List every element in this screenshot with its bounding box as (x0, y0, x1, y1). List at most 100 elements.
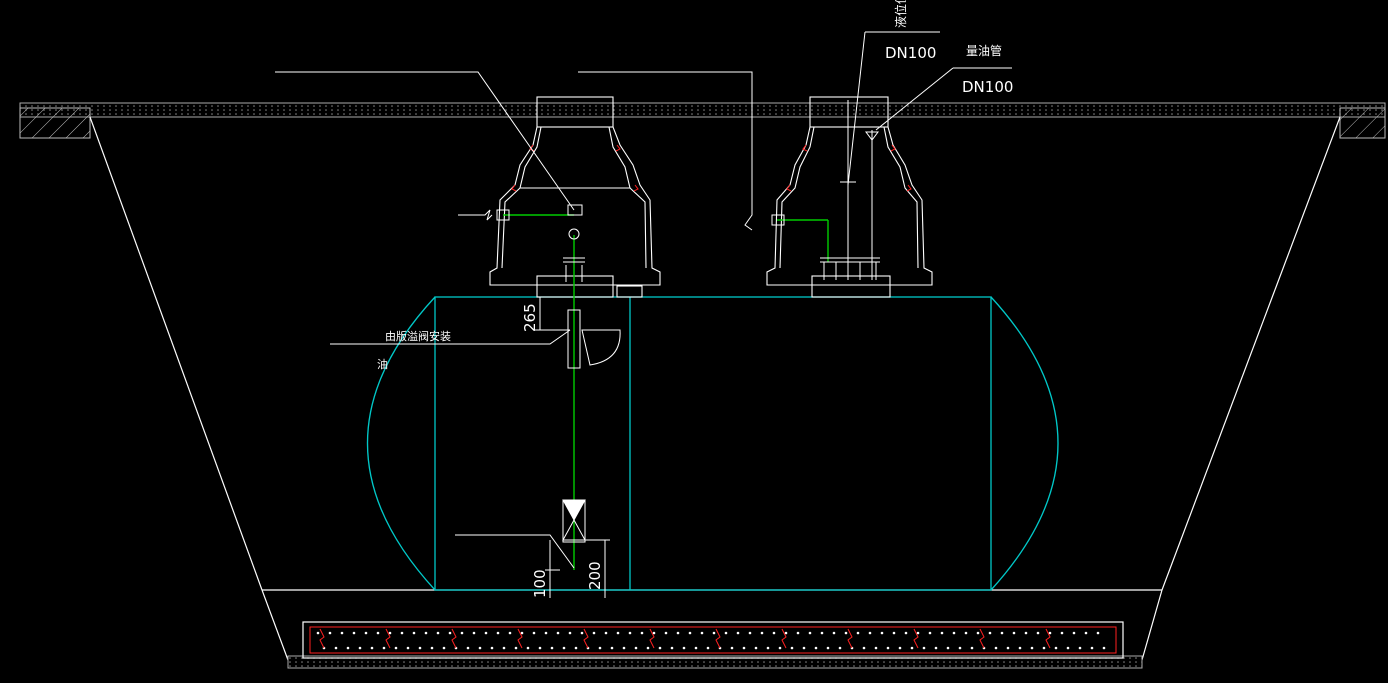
storage-tank (366, 296, 1059, 591)
rebar-dot (376, 631, 380, 635)
rebar-dot (706, 646, 710, 650)
rebar-marks (316, 628, 1106, 650)
rebar-dot (484, 631, 488, 635)
rebar-dot (520, 631, 524, 635)
dipstick-label: 量油管 (966, 43, 1002, 58)
rebar-dot (1006, 646, 1010, 650)
rebar-stirrup (979, 628, 985, 649)
rebar-dot (838, 646, 842, 650)
rebar-dot (610, 646, 614, 650)
rebar-dot (916, 631, 920, 635)
rebar-dot (430, 646, 434, 650)
rebar-dot (922, 646, 926, 650)
rebar-dot (676, 631, 680, 635)
rebar-dot (538, 646, 542, 650)
rebar-dot (388, 631, 392, 635)
rebar-dot (688, 631, 692, 635)
rebar-dot (694, 646, 698, 650)
dimension-100: 100 (531, 569, 549, 598)
manhole-left-seals (511, 144, 639, 192)
rebar-dot (796, 631, 800, 635)
rebar-dot (868, 631, 872, 635)
rebar-dot (1090, 646, 1094, 650)
rebar-dot (652, 631, 656, 635)
rebar-stirrup (385, 628, 391, 649)
rebar-dot (880, 631, 884, 635)
rebar-dot (820, 631, 824, 635)
rebar-dot (640, 631, 644, 635)
rebar-stirrup (583, 628, 589, 649)
rebar-dot (1078, 646, 1082, 650)
rebar-dot (574, 646, 578, 650)
rebar-dot (358, 646, 362, 650)
rebar-stirrup (847, 628, 853, 649)
rebar-dot (958, 646, 962, 650)
rebar-dot (802, 646, 806, 650)
rebar-dot (394, 646, 398, 650)
rebar-dot (700, 631, 704, 635)
rebar-dot (910, 646, 914, 650)
rebar-dot (658, 646, 662, 650)
rebar-dot (466, 646, 470, 650)
rebar-dot (490, 646, 494, 650)
rebar-dot (460, 631, 464, 635)
rebar-dot (946, 646, 950, 650)
rebar-dot (568, 631, 572, 635)
rebar-dot (766, 646, 770, 650)
fill-pipe (503, 214, 829, 570)
rebar-dot (442, 646, 446, 650)
rebar-dot (1018, 646, 1022, 650)
level-gauge-label: 液位仪 (893, 0, 908, 28)
excavation-pit (89, 116, 1341, 661)
rebar-dot (478, 646, 482, 650)
rebar-dot (598, 646, 602, 650)
leader-lines (275, 31, 1012, 569)
rebar-dot (496, 631, 500, 635)
rebar-dot (742, 646, 746, 650)
rebar-dot (952, 631, 956, 635)
rebar-stirrup (319, 628, 325, 649)
dipstick-dn-label: DN100 (962, 78, 1013, 96)
rebar-dot (808, 631, 812, 635)
rebar-dot (526, 646, 530, 650)
dimension-200: 200 (586, 561, 604, 590)
rebar-dot (1036, 631, 1040, 635)
level-gauge-dn-label: DN100 (885, 44, 936, 62)
rebar-dot (724, 631, 728, 635)
rebar-dot (418, 646, 422, 650)
rebar-dot (898, 646, 902, 650)
rebar-stirrup (781, 628, 787, 649)
rebar-dot (874, 646, 878, 650)
rebar-dot (730, 646, 734, 650)
rebar-dot (784, 631, 788, 635)
rebar-dot (988, 631, 992, 635)
rebar-dot (604, 631, 608, 635)
rebar-dot (748, 631, 752, 635)
rebar-dot (448, 631, 452, 635)
rebar-dot (646, 646, 650, 650)
rebar-dot (382, 646, 386, 650)
rebar-dot (508, 631, 512, 635)
rebar-dot (346, 646, 350, 650)
rebar-dot (1012, 631, 1016, 635)
rebar-dot (760, 631, 764, 635)
manhole-well-left (489, 96, 661, 298)
rebar-dot (1048, 631, 1052, 635)
rebar-dot (1030, 646, 1034, 650)
rebar-dot (616, 631, 620, 635)
rebar-dot (550, 646, 554, 650)
rebar-dot (370, 646, 374, 650)
rebar-dot (406, 646, 410, 650)
ground-surface (19, 102, 1386, 139)
rebar-dot (352, 631, 356, 635)
rebar-stirrup (451, 628, 457, 649)
rebar-dot (502, 646, 506, 650)
rebar-dot (670, 646, 674, 650)
rebar-dot (832, 631, 836, 635)
rebar-dot (622, 646, 626, 650)
rebar-dot (1102, 646, 1106, 650)
rebar-dot (844, 631, 848, 635)
dimension-lines (535, 297, 610, 598)
rebar-dot (328, 631, 332, 635)
rebar-dot (592, 631, 596, 635)
